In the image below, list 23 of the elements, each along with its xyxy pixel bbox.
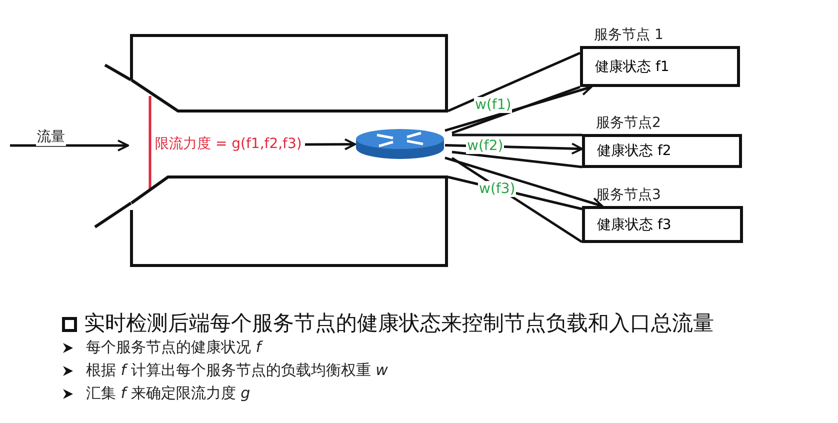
edge-label: w(f2) <box>466 138 504 154</box>
arrow <box>10 140 129 152</box>
status-box: 健康状态 f1 <box>580 46 740 87</box>
router-icon <box>355 128 445 160</box>
edge-label: w(f1) <box>474 97 512 113</box>
status-box: 健康状态 f2 <box>582 134 742 168</box>
formula-text: 限流力度 = g(f1,f2,f3) <box>155 135 305 155</box>
arrow <box>305 138 356 150</box>
heading-text: 实时检测后端每个服务节点的健康状态来控制节点负载和入口总流量 <box>84 310 714 337</box>
arrow <box>444 156 604 209</box>
status-box: 健康状态 f3 <box>582 206 743 243</box>
bullet-text: 根据 f 计算出每个服务节点的负载均衡权重 w <box>86 361 388 380</box>
service-node <box>582 114 742 168</box>
node-title: 服务节点3 <box>596 186 661 204</box>
edge-label: w(f3) <box>478 181 516 197</box>
service-node <box>580 26 740 87</box>
bullet-text: 汇集 f 来确定限流力度 g <box>86 384 250 403</box>
gateway-box <box>130 34 448 267</box>
bullet-text: 每个服务节点的健康状况 f <box>86 338 262 357</box>
edge-label: 流量 <box>36 128 66 146</box>
service-node <box>582 186 743 243</box>
node-title: 服务节点 1 <box>594 26 664 44</box>
node-title: 服务节点2 <box>596 114 661 132</box>
